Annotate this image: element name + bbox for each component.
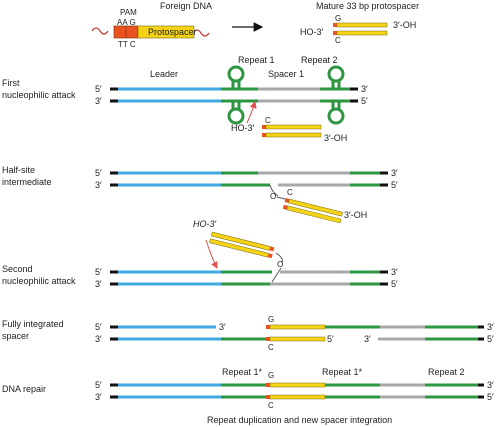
pam-label: PAM: [120, 8, 137, 17]
foreign-dna-label: Foreign DNA: [160, 1, 212, 11]
second-link-o: O: [277, 260, 283, 269]
second-attack-end: HO-3′: [193, 219, 217, 229]
half-protospacer-top: [288, 198, 344, 217]
full-end-5-top: 5′: [95, 322, 102, 332]
second-end-3-bottom: 3′: [95, 279, 102, 289]
foreign-dna-left-tail: [91, 27, 109, 35]
half-protospacer-bottom: [286, 205, 342, 224]
full-title-2: spacer: [2, 331, 29, 341]
protospacer-label: Protospacer: [148, 27, 197, 37]
mature-protospacer-panel: Mature 33 bp protospacer G 3′-OH HO-3′ C: [300, 1, 419, 45]
row-second-attack: Second nucleophilic attack HO-3′ O 5′ 3′…: [2, 219, 398, 289]
first-end-3-bottom: 3′: [95, 96, 102, 106]
footer-caption: Repeat duplication and new spacer integr…: [207, 415, 392, 425]
first-right-oh: 3′-OH: [324, 133, 347, 143]
repair-end-5-bottom: 5′: [487, 392, 494, 402]
full-base-c: C: [268, 343, 274, 352]
protospacer-block: [137, 25, 195, 39]
full-end-3-bottom: 3′: [95, 334, 102, 344]
full-mid-3-bottom: 3′: [364, 334, 371, 344]
repair-end-3-bottom: 3′: [95, 392, 102, 402]
full-mid-3-top: 3′: [219, 322, 226, 332]
repair-repeat2-label: Repeat 2: [428, 367, 465, 377]
spacer1-label: Spacer 1: [268, 69, 304, 79]
first-attack-arrow: [246, 101, 257, 124]
repeat1-hairpin-top: [227, 65, 245, 83]
first-end-5-bottom: 5′: [361, 96, 368, 106]
full-base-g: G: [268, 315, 274, 324]
row-dna-repair: DNA repair Repeat 1* Repeat 1* Repeat 2 …: [2, 367, 494, 410]
half-end-3-top: 3′: [391, 168, 398, 178]
full-end-5-bottom: 5′: [487, 334, 494, 344]
repair-repeat1b-label: Repeat 1*: [322, 367, 363, 377]
repair-base-g: G: [268, 371, 274, 380]
repeat2-hairpin-bottom: [327, 107, 345, 125]
repair-protospacer-bottom: [269, 394, 326, 400]
mature-bottom-base: C: [335, 36, 341, 45]
mature-top-base: G: [335, 14, 341, 23]
first-end-5-top: 5′: [95, 84, 102, 94]
mature-top-strand: [336, 22, 388, 28]
repair-protospacer-top: [269, 382, 326, 388]
full-protospacer-top: [269, 324, 326, 330]
repair-base-c: C: [268, 401, 274, 410]
first-title-1: First: [2, 78, 20, 88]
mature-left-end: HO-3′: [300, 27, 324, 37]
half-end-5-top: 5′: [95, 168, 102, 178]
half-link-o: O: [270, 192, 276, 201]
mature-bottom-strand: [336, 30, 388, 36]
repeat1-label: Repeat 1: [238, 55, 275, 65]
second-end-5-top: 5′: [95, 267, 102, 277]
mature-protospacer-label: Mature 33 bp protospacer: [316, 1, 419, 11]
half-title-1: Half-site: [2, 165, 35, 175]
repair-repeat1a-label: Repeat 1*: [222, 367, 263, 377]
second-end-3-top: 3′: [391, 267, 398, 277]
repair-end-3-top: 3′: [487, 380, 494, 390]
full-mid-5-bottom: 5′: [327, 334, 334, 344]
repair-end-5-top: 5′: [95, 380, 102, 390]
pam-bottom-bases: TT C: [118, 40, 136, 49]
first-protospacer-top: [265, 124, 322, 130]
full-end-3-top: 3′: [487, 322, 494, 332]
repeat2-label: Repeat 2: [301, 55, 338, 65]
leader-label: Leader: [150, 69, 178, 79]
half-end-5-bottom: 5′: [391, 180, 398, 190]
repeat2-hairpin-top: [327, 65, 345, 83]
second-attack-arrow: [205, 239, 218, 269]
first-title-2: nucleophilic attack: [2, 90, 76, 100]
repeat1-hairpin-bottom: [227, 107, 245, 125]
first-base-c: C: [265, 116, 271, 125]
foreign-dna-right-tail: [192, 29, 210, 37]
row-fully-integrated: Fully integrated spacer 5′ 3′ 3′ G 3′ C …: [2, 315, 494, 352]
first-attack-end: HO-3′: [231, 123, 255, 133]
half-title-2: intermediate: [2, 177, 52, 187]
second-title-1: Second: [2, 264, 33, 274]
half-right-oh: 3′-OH: [344, 210, 367, 220]
repair-title: DNA repair: [2, 384, 46, 394]
full-title-1: Fully integrated: [2, 319, 64, 329]
first-end-3-top: 3′: [361, 84, 368, 94]
second-end-5-bottom: 5′: [391, 279, 398, 289]
first-protospacer-bottom: [265, 132, 322, 138]
row-half-site: Half-site intermediate 5′ 3′ 3′ 5′ O C 3…: [2, 165, 398, 224]
second-title-2: nucleophilic attack: [2, 276, 76, 286]
half-end-3-bottom: 3′: [95, 180, 102, 190]
half-base-c: C: [287, 188, 293, 197]
row-first-attack: First nucleophilic attack Leader Repeat …: [2, 55, 368, 143]
full-protospacer-bottom: [269, 336, 326, 342]
pam-top-bases: AA G: [117, 18, 136, 27]
mature-right-end: 3′-OH: [393, 20, 416, 30]
foreign-dna-panel: Foreign DNA PAM AA G Protospacer TT C: [91, 1, 264, 49]
